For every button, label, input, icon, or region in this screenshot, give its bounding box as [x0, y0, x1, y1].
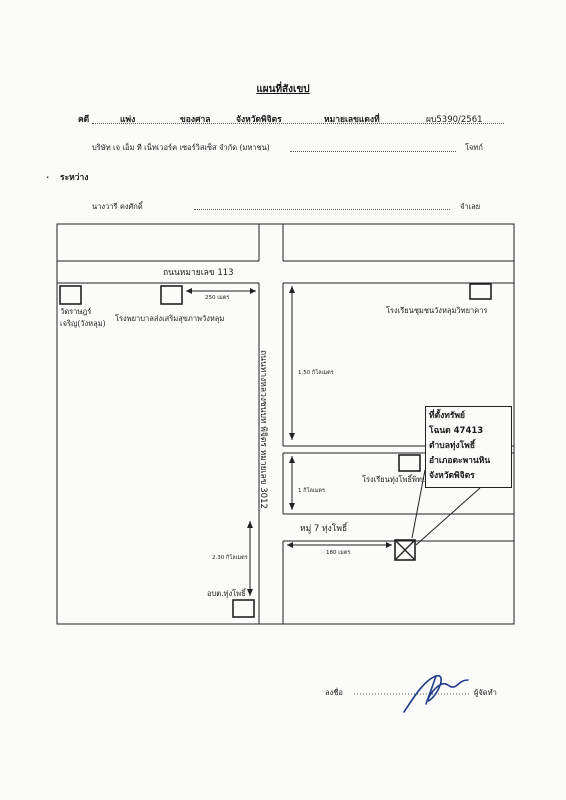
case-number-label: หมายเลขแดงที่ [324, 115, 380, 125]
map-frame [56, 223, 515, 625]
property-line-2: โฉนด 47413 [429, 426, 484, 436]
sao-marker [232, 599, 255, 618]
school-2-label: โรงเรียนทุ่งโพธิ์พิทยา [362, 475, 431, 484]
sao-label: อบต.ทุ่งโพธิ์ [207, 589, 246, 598]
case-type-label: แพ่ง [120, 115, 136, 125]
case-dotline [92, 123, 504, 124]
property-line-5: จังหวัดพิจิตร [429, 471, 475, 481]
bullet-mark: • [46, 175, 50, 181]
hospital-marker [160, 285, 183, 305]
plaintiff-label: โจทก์ [465, 143, 483, 152]
temple-marker [59, 285, 82, 305]
school-1-marker [469, 283, 492, 300]
road-113-label: ถนนหมายเลข 113 [163, 268, 234, 278]
dist-1-50km-label: 1.50 กิโลเมตร [298, 370, 334, 376]
village-road-label: หมู่ 7 ทุ่งโพธิ์ [300, 524, 348, 534]
signature-scribble [403, 675, 469, 713]
property-marker [394, 539, 416, 561]
sign-label: ลงชื่อ [325, 688, 343, 697]
court-name: จังหวัดพิจิตร [236, 115, 282, 125]
case-label: คดี [78, 115, 90, 125]
school-1-label: โรงเรียนชุมชนวังหลุมวิทยาคาร [386, 306, 488, 315]
leader-line-1 [411, 469, 426, 539]
plaintiff-name: บริษัท เจ เอ็ม ที เน็ทเวอร์ค เซอร์วิสเซ็… [92, 143, 270, 152]
property-info-box: ที่ตั้งทรัพย์ โฉนด 47413 ตำบลทุ่งโพธิ์ อ… [425, 406, 512, 488]
property-line-4: อำเภอตะพานหิน [429, 456, 491, 466]
dist-1km-label: 1 กิโลเมตร [298, 488, 325, 494]
page-title: แผนที่สังเขป [256, 84, 310, 95]
hospital-label: โรงพยาบาลส่งเสริมสุขภาพวังหลุม [115, 314, 225, 323]
property-line-3: ตำบลทุ่งโพธิ์ [429, 441, 476, 451]
road-3012-label: ถนนทางหลวงชนบท พิจิตร หมายเลข 3012 [258, 350, 268, 509]
defendant-dotline [194, 209, 450, 210]
between-label: ระหว่าง [60, 173, 89, 183]
property-line-1: ที่ตั้งทรัพย์ [429, 411, 466, 421]
temple-label: วัดราษฎร์เจริญ(วังหลุม) [60, 307, 106, 328]
case-number: ผบ5390/2561 [426, 115, 483, 125]
leader-line-2 [415, 487, 481, 546]
signer-role-label: ผู้จัดทำ [474, 688, 497, 697]
dist-180m-label: 180 เมตร [326, 550, 351, 556]
dist-2-30km-label: 2.30 กิโลเมตร [212, 555, 248, 561]
court-label: ของศาล [180, 115, 211, 125]
defendant-label: จำเลย [460, 202, 481, 211]
school-2-marker [398, 454, 421, 472]
plaintiff-dotline [290, 151, 456, 152]
defendant-name: นางวารี คงศักดิ์ [92, 202, 143, 211]
dist-250m-label: 250 เมตร [205, 295, 230, 301]
